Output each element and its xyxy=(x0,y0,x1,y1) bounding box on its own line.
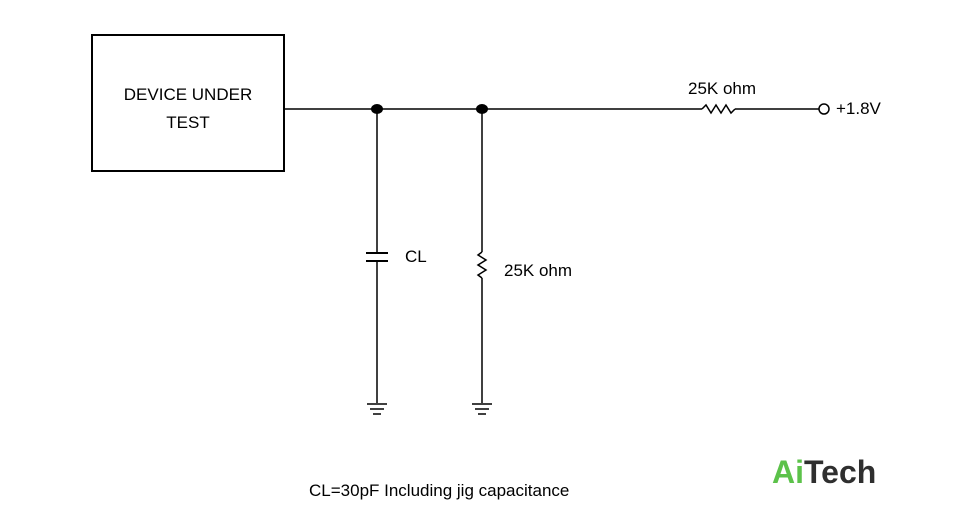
device-under-test-block: DEVICE UNDER TEST xyxy=(91,34,285,172)
logo-text-ai: Ai xyxy=(772,454,804,490)
caption: CL=30pF Including jig capacitance xyxy=(309,481,569,500)
supply-label: +1.8V xyxy=(836,99,882,118)
dut-label-line2: TEST xyxy=(166,113,209,132)
capacitor-label: CL xyxy=(405,247,427,266)
dut-box xyxy=(91,34,285,172)
supply-terminal-icon xyxy=(818,103,830,115)
series-resistor-label: 25K ohm xyxy=(688,79,756,98)
shunt-resistor-branch: 25K ohm xyxy=(472,109,572,415)
logo-text-tech: Tech xyxy=(804,454,876,490)
series-resistor-symbol xyxy=(701,103,736,115)
ground-icon xyxy=(472,403,492,415)
shunt-resistor-symbol xyxy=(476,251,488,279)
shunt-resistor-label: 25K ohm xyxy=(504,261,572,280)
capacitor-branch: CL xyxy=(366,109,427,415)
series-resistor-branch: 25K ohm +1.8V xyxy=(688,79,882,118)
ground-icon xyxy=(367,403,387,415)
dut-label-line1: DEVICE UNDER xyxy=(124,85,252,104)
aitech-logo: AiTech xyxy=(772,454,876,490)
svg-text:AiTech: AiTech xyxy=(772,454,876,490)
